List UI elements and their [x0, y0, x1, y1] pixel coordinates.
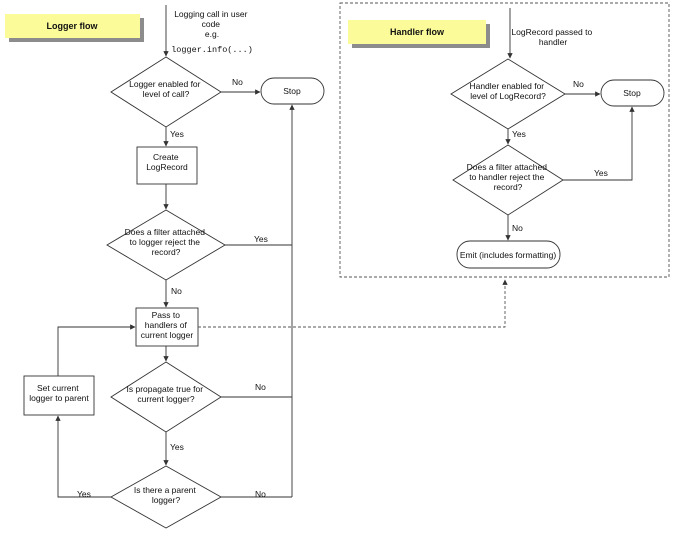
- process-pass-line-2: handlers of: [145, 320, 188, 330]
- set-parent-loop-arrow: [57, 324, 136, 376]
- handler-start-line-1: LogRecord passed to: [511, 27, 592, 37]
- decision-logger-filter-text: Does a filter attached to logger reject …: [125, 227, 208, 257]
- process-create-line-1: Create: [153, 152, 179, 162]
- logger-flow-title: Logger flow: [5, 14, 144, 42]
- logger-start-line-1: Logging call in user: [174, 9, 247, 19]
- decision-handler-enabled-line-1: Handler enabled for: [469, 81, 544, 91]
- process-create-line-2: LogRecord: [146, 162, 188, 172]
- process-set-parent-line-2: logger to parent: [29, 393, 89, 403]
- decision-handler-filter-line-2: to handler reject the: [469, 172, 544, 182]
- handler-start-line-2: handler: [539, 37, 568, 47]
- logger-flow-title-box: [5, 14, 140, 38]
- logger-start-code: logger.info(...): [171, 45, 253, 55]
- decision-propagate-text: Is propagate true for current logger?: [127, 384, 206, 404]
- handler-enabled-yes-label: Yes: [512, 129, 526, 139]
- decision-logger-enabled-line-1: Logger enabled for: [129, 79, 201, 89]
- decision-propagate-line-1: Is propagate true for: [127, 384, 204, 394]
- process-set-parent-text: Set current logger to parent: [29, 383, 89, 403]
- logger-start-line-2: code: [202, 19, 221, 29]
- process-pass-to-handlers: [135, 307, 199, 347]
- decision-handler-enabled-text: Handler enabled for level of LogRecord?: [469, 81, 546, 101]
- parent-yes-label: Yes: [77, 489, 91, 499]
- process-pass-line-3: current logger: [141, 330, 194, 340]
- handler-enabled-no-label: No: [573, 79, 584, 89]
- process-create-logrecord-text: Create LogRecord: [146, 152, 188, 172]
- process-pass-to-handlers-text: Pass to handlers of current logger: [141, 310, 194, 340]
- handler-stop-terminal: [600, 79, 665, 107]
- handler-flow-title-box: [348, 20, 486, 44]
- decision-logger-filter-line-1: Does a filter attached: [125, 227, 206, 237]
- decision-logger-enabled-text: Logger enabled for level of call?: [129, 79, 203, 99]
- logger-filter-no-label: No: [171, 286, 182, 296]
- handler-filter-no-label: No: [512, 223, 523, 233]
- handler-filter-yes-label: Yes: [594, 168, 608, 178]
- decision-handler-enabled-line-2: level of LogRecord?: [470, 91, 546, 101]
- logger-stop-terminal: [260, 77, 325, 105]
- decision-logger-enabled-line-2: level of call?: [143, 89, 190, 99]
- logger-enabled-yes-label: Yes: [170, 129, 184, 139]
- logger-flow-title-text: Logger flow: [47, 21, 99, 31]
- logger-enabled-no-label: No: [232, 77, 243, 87]
- decision-parent-line-1: Is there a parent: [134, 485, 197, 495]
- parent-no-label: No: [255, 489, 266, 499]
- decision-parent-line-2: logger?: [152, 495, 181, 505]
- handler-flow-container: [339, 2, 670, 278]
- propagate-yes-label: Yes: [170, 442, 184, 452]
- decision-propagate-line-2: current logger?: [137, 394, 194, 404]
- logger-start-line-3: e.g.: [205, 29, 219, 39]
- process-set-parent: [23, 375, 95, 416]
- emit-terminal: [456, 240, 561, 269]
- handler-flow-title-text: Handler flow: [390, 27, 445, 37]
- decision-handler-filter-line-3: record?: [494, 182, 523, 192]
- emit-text: Emit (includes formatting): [460, 250, 557, 260]
- logger-start-text: Logging call in user code e.g.: [174, 9, 250, 39]
- decision-handler-filter-text: Does a filter attached to handler reject…: [467, 162, 550, 192]
- process-pass-line-1: Pass to: [152, 310, 181, 320]
- decision-parent-text: Is there a parent logger?: [134, 485, 198, 505]
- decision-logger-filter-line-3: record?: [152, 247, 181, 257]
- handler-filter-yes-arrow: [563, 106, 635, 181]
- logger-filter-yes-label: Yes: [254, 234, 268, 244]
- handler-start-text: LogRecord passed to handler: [511, 27, 594, 47]
- propagate-no-label: No: [255, 382, 266, 392]
- pass-to-handler-dashed-link: [198, 279, 508, 328]
- decision-parent: [110, 465, 222, 529]
- decision-handler-filter-line-1: Does a filter attached: [467, 162, 548, 172]
- handler-stop-text: Stop: [623, 88, 641, 98]
- process-create-logrecord: [136, 146, 198, 185]
- process-set-parent-line-1: Set current: [37, 383, 79, 393]
- handler-flow-title: Handler flow: [348, 20, 490, 48]
- logger-stop-text: Stop: [283, 86, 301, 96]
- parent-yes-arrow: [55, 415, 111, 498]
- decision-logger-filter-line-2: to logger reject the: [130, 237, 201, 247]
